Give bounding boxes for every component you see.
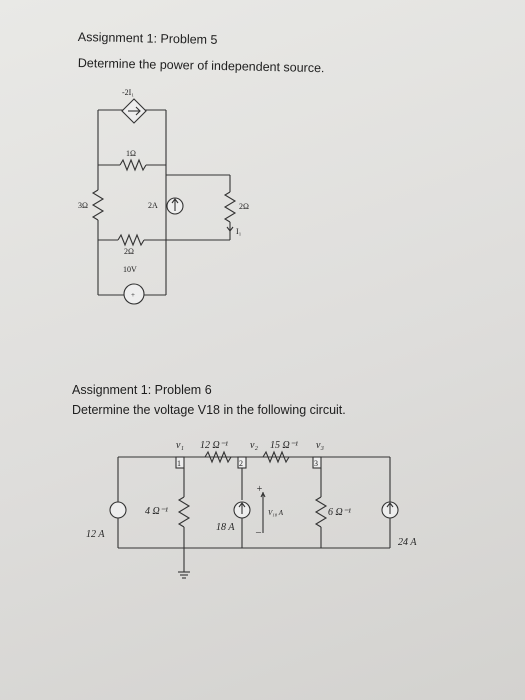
label-dep-source: -2I₁ — [122, 88, 134, 97]
label-plus: + — [256, 484, 263, 495]
resistor-4 — [177, 496, 191, 528]
label-r-right: 2Ω — [239, 202, 249, 211]
label-g15: 15 Ω⁻¹ — [270, 440, 298, 451]
label-v3: v₃ — [316, 440, 324, 451]
label-src-12a: 12 A — [86, 529, 105, 540]
label-g6: 6 Ω⁻¹ — [328, 507, 351, 518]
svg-text:+: + — [131, 291, 135, 299]
problem6-title: Assignment 1: Problem 6 — [72, 383, 212, 397]
label-v2: v₂ — [250, 440, 258, 451]
resistor-6 — [314, 496, 328, 528]
resistor-2ohm-right — [223, 191, 237, 223]
current-source-12a-icon — [109, 501, 127, 519]
label-node1: 1 — [177, 459, 181, 468]
voltage-source-10v-icon — [123, 283, 145, 305]
label-i1: I₁ — [236, 227, 242, 236]
label-g4: 4 Ω⁻¹ — [145, 506, 168, 517]
resistor-12 — [204, 450, 232, 464]
label-r-left: 3Ω — [78, 201, 88, 210]
label-v-source: 10V — [123, 265, 137, 274]
resistor-1ohm — [119, 158, 147, 172]
problem6-question: Determine the voltage V18 in the followi… — [72, 403, 346, 417]
label-r-top: 1Ω — [126, 149, 136, 158]
label-src-18a: 18 A — [216, 522, 235, 533]
label-v1: v₁ — [176, 440, 184, 451]
label-node2: 2 — [239, 459, 243, 468]
resistor-2ohm-bottom — [117, 233, 145, 247]
resistor-15 — [262, 450, 290, 464]
label-minus: – — [255, 527, 262, 538]
label-v18: V₁₈ A — [268, 509, 284, 517]
label-node3: 3 — [314, 459, 318, 468]
label-src-24a: 24 A — [398, 537, 417, 548]
label-r-bottom: 2Ω — [124, 247, 134, 256]
resistor-3ohm — [91, 189, 105, 221]
label-g12: 12 Ω⁻¹ — [200, 440, 228, 451]
label-src-2a: 2A — [148, 201, 158, 210]
